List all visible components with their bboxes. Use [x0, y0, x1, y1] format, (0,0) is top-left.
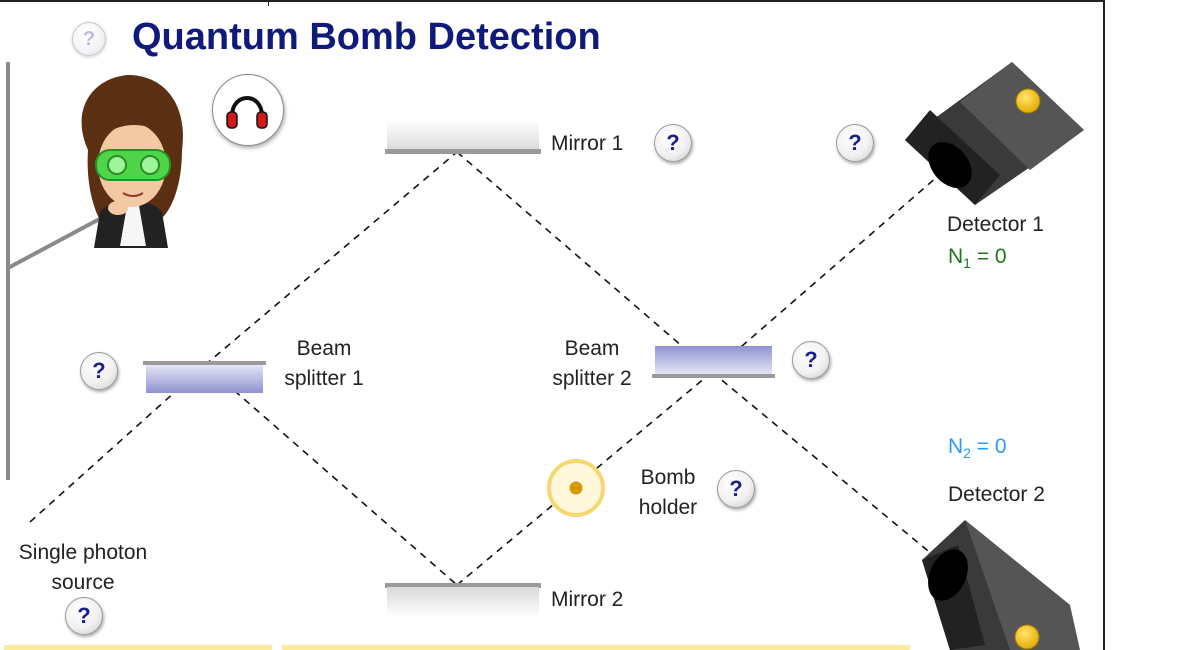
- beam-splitter-2-help-icon[interactable]: ?: [792, 341, 830, 379]
- source-label: Single photon source: [4, 538, 162, 599]
- beam-splitter-2-label-line2: splitter 2: [552, 367, 632, 391]
- beam-splitter-1-label-line2: splitter 1: [284, 367, 364, 391]
- bomb-holder-icon[interactable]: [547, 459, 605, 517]
- mirror-1: [385, 120, 541, 154]
- page-title: Quantum Bomb Detection: [132, 16, 601, 58]
- bomb-holder-label: Bomb holder: [628, 463, 708, 524]
- beam-paths: [29, 151, 946, 586]
- detector-2-label: Detector 2: [948, 483, 1045, 506]
- bottom-panel-center: [282, 645, 910, 650]
- beam-splitter-1-help-icon[interactable]: ?: [80, 352, 118, 390]
- bomb-holder-label-line2: holder: [638, 496, 698, 520]
- beam-splitter-1-label: Beam splitter 1: [276, 334, 372, 395]
- frame-right-border: [1103, 0, 1105, 650]
- bottom-panel-left: [4, 645, 272, 650]
- beam-splitter-1-label-line1: Beam: [296, 337, 352, 360]
- detector-2-count: N2 = 0: [948, 435, 1007, 462]
- source-help-icon[interactable]: ?: [65, 597, 103, 635]
- source-label-line2: source: [51, 571, 115, 595]
- bomb-holder-label-line1: Bomb: [640, 466, 696, 489]
- frame-tick: [268, 0, 269, 6]
- mirror-1-label: Mirror 1: [551, 132, 624, 155]
- detector-1-help-icon[interactable]: ?: [836, 124, 874, 162]
- mirror-2-label: Mirror 2: [551, 588, 624, 611]
- detector-1-count: N1 = 0: [948, 245, 1007, 272]
- beam-splitter-1: [143, 361, 266, 393]
- mirror-1-help-icon[interactable]: ?: [654, 124, 692, 162]
- frame-top-border: [0, 0, 1104, 2]
- beam-splitter-2-label: Beam splitter 2: [543, 334, 641, 395]
- title-help-icon[interactable]: ?: [72, 22, 106, 56]
- headphones-button[interactable]: [212, 74, 284, 146]
- beam-splitter-2-label-line1: Beam: [564, 337, 620, 360]
- beam-splitter-2: [652, 346, 775, 378]
- bomb-holder-help-icon[interactable]: ?: [717, 470, 755, 508]
- detector-2-icon: [922, 520, 1080, 650]
- source-label-line1: Single photon: [18, 541, 148, 564]
- detector-1-icon: [905, 62, 1084, 205]
- mirror-2: [385, 583, 541, 617]
- detector-1-label: Detector 1: [947, 213, 1044, 236]
- avatar: [81, 75, 183, 248]
